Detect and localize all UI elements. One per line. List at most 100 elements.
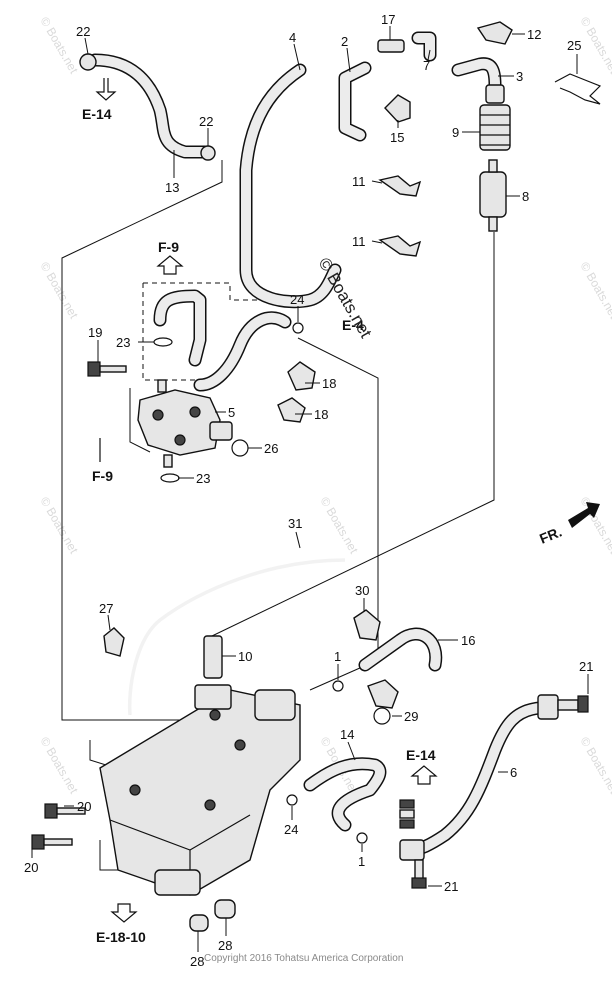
callout-9: 9	[452, 125, 459, 140]
fitting-21-upper	[537, 694, 589, 720]
clamp-11-lower	[378, 235, 422, 257]
watermark-faint: © Boats.net	[577, 735, 612, 797]
clamp-29	[367, 679, 399, 709]
ref-f9-top: F-9	[158, 239, 179, 255]
clamp-22-mid	[200, 145, 216, 161]
reference-arrows	[95, 78, 600, 923]
callout-15: 15	[390, 130, 404, 145]
routing-lines	[61, 160, 495, 771]
routing-line-left	[61, 160, 223, 721]
hose-3-inner	[453, 58, 500, 90]
hoses	[88, 31, 547, 857]
hose-2-inner	[340, 63, 370, 140]
reference-labels: E-14 F-9 E-4 F-9 E-14 E-18-10 FR.	[82, 106, 564, 945]
callout-16: 16	[461, 633, 475, 648]
clip-1-lower	[356, 832, 368, 844]
callout-2: 2	[341, 34, 348, 49]
gasket-26	[231, 439, 249, 457]
fitting-21-lower	[399, 839, 427, 889]
callout-22: 22	[76, 24, 90, 39]
o-ring-24-upper	[292, 322, 304, 334]
grommet-28-right	[214, 899, 236, 919]
watermark-faint: © Boats.net	[37, 495, 81, 557]
leader-lines	[31, 26, 589, 952]
vapor-separator-assembly	[99, 684, 301, 896]
callout-26: 26	[264, 441, 278, 456]
arrow-up-f9-top	[156, 255, 184, 275]
callout-1: 1	[358, 854, 365, 869]
watermark-layer: © Boats.net © Boats.net © Boats.net © Bo…	[37, 15, 612, 797]
watermark-faint: © Boats.net	[37, 735, 81, 797]
watermark-faint: © Boats.net	[37, 15, 81, 77]
inline-filter-8	[479, 171, 507, 218]
callout-23: 23	[196, 471, 210, 486]
ref-e18-10: E-18-10	[96, 929, 146, 945]
callout-20: 20	[24, 860, 38, 875]
check-valve-17	[377, 39, 405, 53]
arrow-down-e14-top	[95, 78, 117, 101]
callout-31: 31	[288, 516, 302, 531]
spacer-stack	[399, 799, 415, 829]
watermark-faint: © Boats.net	[37, 260, 81, 322]
fuel-filter-9	[479, 104, 511, 151]
callout-25: 25	[567, 38, 581, 53]
callout-numbers: 22 22 13 4 2 17 7 12 25 3 15 9 8 11 11 2…	[24, 12, 593, 969]
ref-e4: E-4	[342, 317, 364, 333]
parts	[31, 21, 602, 932]
hose-16-inner	[360, 629, 441, 670]
callout-30: 30	[355, 583, 369, 598]
callout-24: 24	[284, 822, 298, 837]
hose-pump-return-inner	[195, 312, 290, 390]
callout-3: 3	[516, 69, 523, 84]
watermark-faint: © Boats.net	[577, 15, 612, 77]
clip-12	[476, 21, 513, 45]
hose-6-inner	[405, 703, 545, 855]
arrow-down-e1810	[110, 903, 138, 923]
ref-f9-left: F-9	[92, 468, 113, 484]
callout-1: 1	[334, 649, 341, 664]
hose-31-inner	[127, 558, 346, 716]
fuel-pump-5	[137, 379, 233, 468]
callout-8: 8	[522, 189, 529, 204]
clamp-22-top	[79, 53, 97, 71]
hose-4-inner	[241, 65, 340, 307]
hose-14-inner	[305, 758, 385, 830]
grommet-28-left	[189, 914, 209, 932]
callout-17: 17	[381, 12, 395, 27]
sleeve-10	[203, 635, 223, 679]
clamp-11-upper	[378, 175, 422, 197]
callout-14: 14	[340, 727, 354, 742]
callout-18: 18	[314, 407, 328, 422]
hose-3-end	[485, 84, 505, 104]
copyright-notice: Copyright 2016 Tohatsu America Corporati…	[204, 953, 403, 964]
clamp-18-lower	[277, 397, 306, 423]
callout-21: 21	[444, 879, 458, 894]
callout-24: 24	[290, 292, 304, 307]
o-ring-23-lower	[160, 473, 180, 483]
callout-23: 23	[116, 335, 130, 350]
hose-13-inner	[90, 55, 210, 157]
callout-7: 7	[423, 58, 430, 73]
callout-22: 22	[199, 114, 213, 129]
clip-27	[103, 627, 125, 657]
tee-fitting-15	[384, 94, 411, 123]
bolt-19	[87, 361, 127, 377]
clamp-30	[353, 609, 381, 641]
ref-e14-mid: E-14	[406, 747, 436, 763]
callout-19: 19	[88, 325, 102, 340]
callout-20: 20	[77, 799, 91, 814]
front-label: FR.	[537, 523, 564, 546]
callout-4: 4	[289, 30, 296, 45]
callout-27: 27	[99, 601, 113, 616]
callout-6: 6	[510, 765, 517, 780]
hose-pump-upper-inner	[155, 291, 205, 365]
ref-e14-top: E-14	[82, 106, 112, 122]
callout-10: 10	[238, 649, 252, 664]
arrow-up-e14-mid	[410, 765, 438, 785]
watermark-faint: © Boats.net	[577, 260, 612, 322]
callout-5: 5	[228, 405, 235, 420]
clip-1-upper	[332, 680, 344, 692]
bolt-20-lower	[31, 834, 73, 850]
bolt-20-upper	[44, 803, 86, 819]
